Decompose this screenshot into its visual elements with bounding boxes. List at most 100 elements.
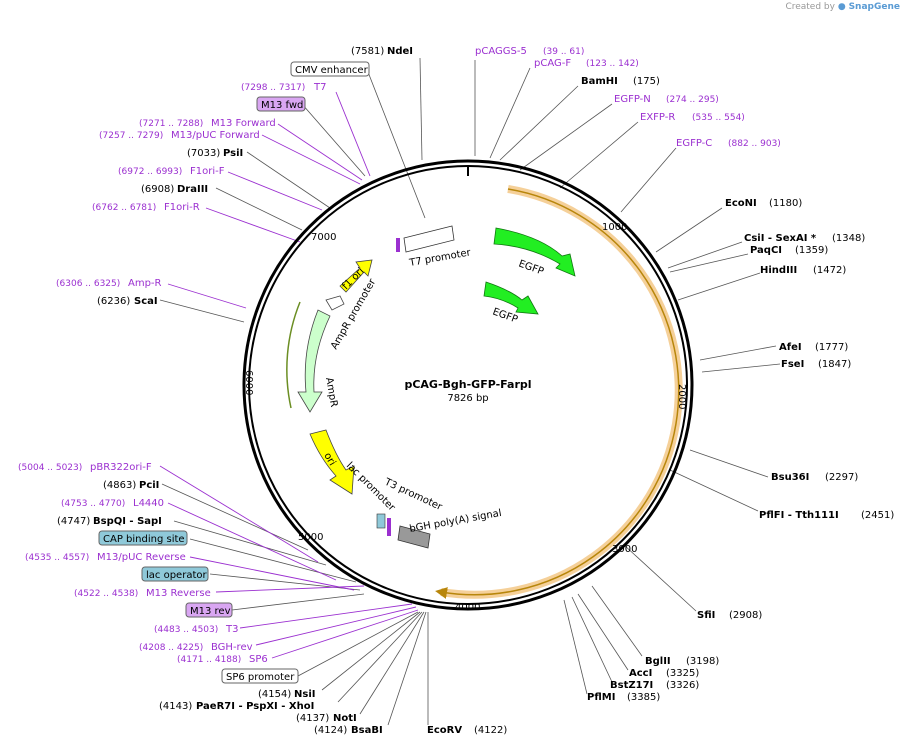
enzyme-bstz17i: BstZ17I [610, 680, 653, 691]
primer-egfp-n: EGFP-N [614, 94, 651, 105]
enzyme-paer7i-pos: (4143) [159, 701, 192, 712]
label-ampr-promoter: AmpR promoter [329, 276, 379, 351]
primer-l4440-range: (4753 .. 4770) [61, 499, 125, 509]
leader-lines [159, 57, 781, 726]
enzyme-bsu36i-pos: (2297) [825, 472, 858, 483]
primer-amp-r: Amp-R [128, 278, 162, 289]
enzyme-ecorv: EcoRV [427, 725, 462, 736]
box-lac-operator: lac operator [146, 570, 207, 581]
primer-sp6-range: (4171 .. 4188) [177, 655, 241, 665]
enzyme-paqci-pos: (1359) [795, 245, 828, 256]
feature-f1-ori[interactable] [339, 259, 373, 293]
primer-m13puc-reverse: M13/pUC Reverse [97, 552, 186, 563]
tick-4000: 4000 [455, 602, 480, 613]
tick-2000: 2000 [676, 384, 687, 409]
primer-m13puc-forward: M13/pUC Forward [171, 130, 260, 141]
enzyme-bglii-pos: (3198) [686, 656, 719, 667]
feature-ampr-promoter[interactable] [325, 295, 345, 311]
enzyme-ndei-pos: (7581) [351, 46, 384, 57]
enzyme-fsei: FseI [781, 359, 804, 370]
primer-f1ori-f: F1ori-F [190, 166, 225, 177]
box-sp6-promoter: SP6 promoter [226, 672, 295, 683]
primer-m13-reverse: M13 Reverse [146, 588, 211, 599]
enzyme-acci: AccI [629, 668, 652, 679]
tick-6000: 6000 [243, 370, 254, 395]
primer-m13puc-forward-range: (7257 .. 7279) [99, 131, 163, 141]
enzyme-bspqi: BspQI - SapI [93, 516, 162, 527]
primer-bgh-rev-range: (4208 .. 4225) [139, 643, 203, 653]
enzyme-econi: EcoNI [725, 198, 757, 209]
primer-m13-reverse-range: (4522 .. 4538) [74, 589, 138, 599]
box-cap-binding-site: CAP binding site [103, 534, 185, 545]
enzyme-afei-pos: (1777) [815, 342, 848, 353]
primer-egfp-c-range: (882 .. 903) [728, 139, 781, 149]
feature-egfp-2[interactable] [483, 281, 539, 315]
primer-m13puc-reverse-range: (4535 .. 4557) [25, 553, 89, 563]
primer-pcaggs5-range: (39 .. 61) [543, 47, 584, 57]
orf-highlight [440, 185, 683, 599]
feature-cap-site[interactable] [376, 513, 386, 529]
boxed-labels: CMV enhancer M13 fwd CAP binding site la… [98, 61, 370, 684]
enzyme-fsei-pos: (1847) [818, 359, 851, 370]
snapgene-logo-icon: ● [837, 2, 846, 12]
feature-t7-promoter[interactable] [403, 225, 455, 253]
primer-egfp-c: EGFP-C [676, 138, 712, 149]
enzyme-noti-pos: (4137) [296, 713, 329, 724]
backbone-outer [242, 159, 694, 611]
tick-labels: 1000 2000 3000 4000 5000 6000 7000 [243, 222, 687, 613]
enzyme-psii: PsiI [223, 148, 243, 159]
feature-ori[interactable] [309, 429, 355, 495]
enzyme-bsabi-pos: (4124) [314, 725, 347, 736]
primer-sp6: SP6 [249, 654, 268, 665]
primer-m13-forward: M13 Forward [211, 118, 276, 129]
enzyme-bsu36i: Bsu36I [771, 472, 809, 483]
enzyme-draiii-pos: (6908) [141, 184, 174, 195]
label-egfp-2: EGFP [491, 306, 519, 325]
feature-t7-site[interactable] [396, 238, 400, 252]
enzyme-bspqi-pos: (4747) [57, 516, 90, 527]
enzyme-paer7i: PaeR7I - PspXI - XhoI [196, 701, 314, 712]
feature-bgh-polya[interactable] [397, 525, 431, 549]
enzyme-scai-pos: (6236) [97, 296, 130, 307]
enzyme-nsii-pos: (4154) [258, 689, 291, 700]
primer-t7: T7 [313, 82, 326, 93]
enzyme-noti: NotI [333, 713, 357, 724]
feature-egfp-1[interactable] [493, 227, 576, 277]
enzyme-ndei: NdeI [387, 46, 413, 57]
primer-pcaggs5: pCAGGS-5 [475, 46, 527, 57]
feature-ampr[interactable] [297, 309, 331, 413]
enzyme-pflfi-pos: (2451) [861, 510, 894, 521]
primer-pcag-f: pCAG-F [534, 58, 571, 69]
credit-text: Created by ● SnapGene [785, 2, 900, 12]
feature-lac-operator[interactable] [387, 518, 391, 536]
orf-ampr-arrow [286, 301, 301, 409]
primer-t3-range: (4483 .. 4503) [154, 625, 218, 635]
enzyme-sfii: SfiI [697, 610, 715, 621]
primer-leader-lines [159, 91, 419, 659]
enzyme-hindiii-pos: (1472) [813, 265, 846, 276]
primer-pbr322ori-f-range: (5004 .. 5023) [18, 463, 82, 473]
enzyme-psii-pos: (7033) [187, 148, 220, 159]
tick-5000: 5000 [298, 532, 323, 543]
primer-bgh-rev: BGH-rev [211, 642, 253, 653]
enzyme-draiii: DraIII [177, 184, 208, 195]
enzyme-afei: AfeI [779, 342, 802, 353]
enzyme-acci-pos: (3325) [666, 668, 699, 679]
primer-f1ori-r: F1ori-R [164, 202, 200, 213]
box-m13-fwd: M13 fwd [261, 100, 303, 111]
enzyme-nsii: NsiI [294, 689, 315, 700]
enzyme-bglii: BglII [645, 656, 671, 667]
enzyme-hindiii: HindIII [760, 265, 797, 276]
primer-pbr322ori-f: pBR322ori-F [90, 462, 152, 473]
enzyme-bamhi: BamHI [581, 76, 618, 87]
box-cmv-enhancer: CMV enhancer [295, 65, 369, 76]
primer-exfp-r-range: (535 .. 554) [692, 113, 745, 123]
credit-brand: SnapGene [848, 2, 900, 12]
enzyme-paqci: PaqCI [750, 245, 782, 256]
label-bgh-polya: bGH poly(A) signal [409, 508, 503, 535]
primer-m13-forward-range: (7271 .. 7288) [139, 119, 203, 129]
enzyme-pflfi: PflFI - Tth111I [759, 510, 839, 521]
enzyme-econi-pos: (1180) [769, 198, 802, 209]
label-t7-promoter: T7 promoter [408, 247, 473, 269]
enzyme-scai: ScaI [134, 296, 158, 307]
